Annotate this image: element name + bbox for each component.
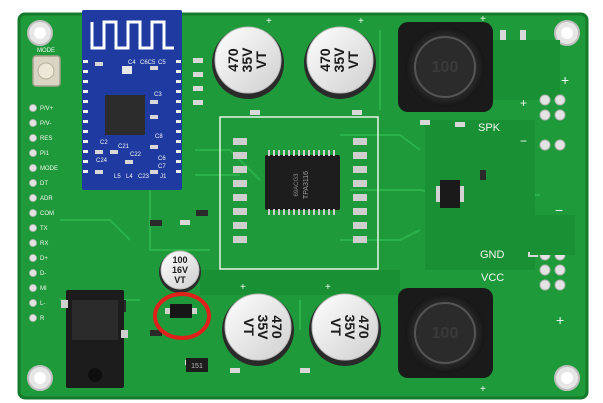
pin-label: D- — [40, 271, 46, 277]
plus-label: + — [480, 14, 486, 25]
capacitor-bottom-left: 470 35V VT — [222, 293, 294, 366]
cap-marking: VT — [328, 318, 344, 336]
bt-label: C7 — [158, 164, 166, 170]
bt-label: C21 — [118, 144, 130, 150]
bluetooth-chip — [105, 95, 145, 135]
capacitor-small: 100 16V VT — [159, 250, 201, 293]
inductor-marking: 100 — [432, 59, 459, 76]
cap-marking: 470 — [317, 48, 333, 72]
inductor-marking: 100 — [432, 325, 459, 342]
plus-label: + — [556, 312, 564, 328]
audio-jack — [61, 290, 128, 388]
cap-marking: 35V — [342, 315, 358, 341]
small-cap-marking: VT — [174, 275, 186, 285]
pin-label: PI1 — [40, 151, 50, 157]
amplifier-chip: TPA3116 69ACG3 — [265, 150, 340, 215]
bt-label: J1 — [160, 174, 167, 180]
plus-label: + — [240, 282, 246, 293]
silkscreen-labels: SPK GND VCC + + − − + + + + + + + — [240, 14, 569, 395]
cap-marking: 470 — [356, 315, 372, 339]
amp-passives — [233, 138, 367, 243]
bt-label: C8 — [155, 134, 163, 140]
bt-label: C24 — [96, 158, 108, 164]
bt-label: C6 — [158, 156, 166, 162]
bt-label: C3 — [154, 92, 162, 98]
capacitor-top-right: 470 35V VT — [304, 26, 376, 99]
pin-label: D+ — [40, 256, 48, 262]
right-terminals — [530, 94, 575, 291]
minus-label: − — [555, 202, 563, 218]
cap-marking: VT — [241, 318, 257, 336]
vcc-label: VCC — [481, 272, 504, 284]
cap-marking: VT — [345, 51, 361, 69]
mode-push-button: MODE — [32, 48, 61, 87]
pin-label: L- — [40, 301, 45, 307]
cap-marking: 35V — [239, 47, 255, 73]
mode-button-label: MODE — [37, 48, 55, 54]
mounting-holes — [27, 20, 580, 391]
amp-chip-marking: TPA3116 — [303, 171, 310, 199]
pin-label: RES — [40, 136, 52, 142]
bluetooth-module: C4 C6C5 C5 C3 C2 C21 C8 C22 C24 L5 L4 C2… — [82, 10, 182, 190]
pin-label: TX — [40, 226, 48, 232]
amp-chip-marking: 69ACG3 — [294, 173, 300, 197]
smd-components — [120, 30, 538, 373]
bt-label: C2 — [100, 140, 108, 146]
bt-label: C6C5 — [140, 60, 156, 66]
inductor-top: 100 — [398, 22, 493, 112]
cap-marking: 470 — [225, 48, 241, 72]
left-header: P/V+ P/V- RES PI1 MODE DT ADR COM TX RX … — [29, 104, 58, 322]
pin-label: DT — [40, 181, 48, 187]
inductor-bottom: 100 — [398, 288, 493, 378]
antenna-trace — [90, 20, 174, 50]
bt-label: L4 — [126, 174, 133, 180]
cap-marking: 470 — [269, 315, 285, 339]
plus-label: + — [480, 384, 486, 395]
minus-label: − — [520, 134, 527, 148]
pin-label: COM — [40, 211, 54, 217]
pin-label: ADR — [40, 196, 53, 202]
chip-151-label: 151 — [191, 363, 203, 370]
cap-marking: 35V — [331, 47, 347, 73]
pin-label: RX — [40, 241, 48, 247]
plus-label: + — [561, 72, 569, 88]
plus-label: + — [520, 96, 527, 110]
chip-151: 151 — [186, 358, 208, 372]
cap-marking: VT — [253, 51, 269, 69]
cap-marking: 35V — [255, 315, 271, 341]
amp-section-outline — [219, 116, 379, 270]
bt-module-pads — [83, 60, 181, 173]
pin-label: P/V- — [40, 121, 51, 127]
pin-label: MODE — [40, 166, 58, 172]
small-cap-marking: 16V — [172, 265, 188, 275]
gnd-label: GND — [480, 249, 505, 261]
pcb-board-shade — [17, 12, 589, 400]
bt-label: C5 — [158, 60, 166, 66]
pin-label: R — [40, 316, 45, 322]
plus-label: + — [266, 16, 272, 27]
bt-label: C4 — [128, 60, 136, 66]
highlighted-component — [165, 304, 197, 318]
pin-label: P/V+ — [40, 106, 54, 112]
red-highlight-ring — [153, 292, 211, 340]
pin-label: MI — [40, 286, 47, 292]
capacitor-top-left: 470 35V VT — [212, 26, 284, 99]
bt-label: L5 — [114, 174, 121, 180]
bt-label: C22 — [130, 152, 142, 158]
spk-label: SPK — [478, 122, 501, 134]
capacitor-bottom-right: 470 35V VT — [309, 293, 381, 366]
plus-label: + — [325, 282, 331, 293]
bt-label: C23 — [138, 174, 150, 180]
small-cap-marking: 100 — [172, 255, 187, 265]
plus-label: + — [358, 16, 364, 27]
